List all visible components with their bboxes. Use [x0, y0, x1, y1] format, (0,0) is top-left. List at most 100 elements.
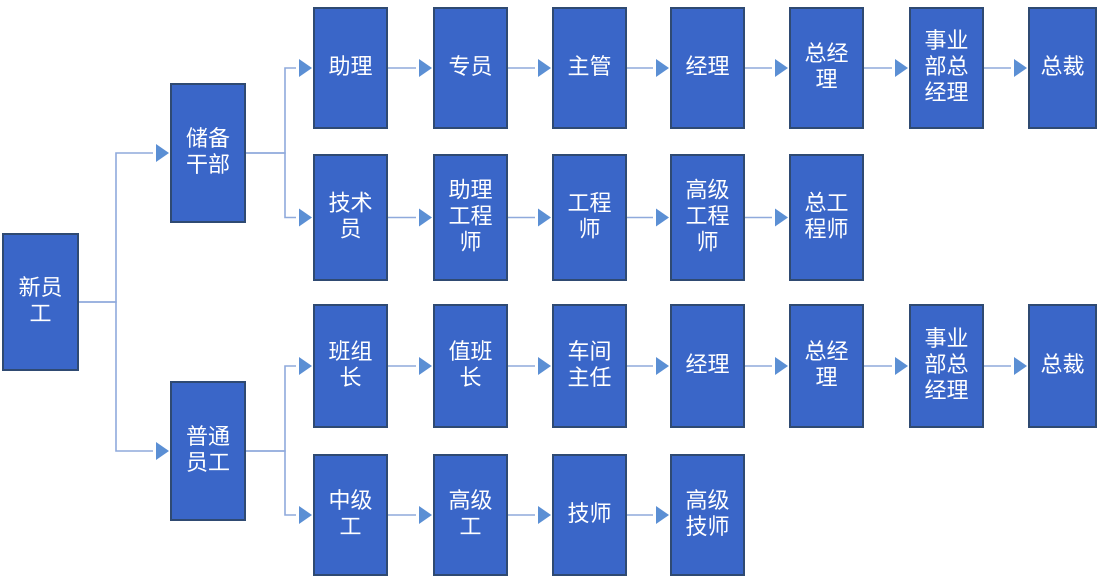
- node-production-track-step-3[interactable]: 车间主任: [552, 304, 627, 428]
- node-regular-staff-box[interactable]: [170, 381, 246, 521]
- node-production-track-step-7-box[interactable]: [1028, 304, 1097, 428]
- node-management-track-step-7-box[interactable]: [1028, 7, 1097, 129]
- arrow-root-to-reserve-cadre: [156, 144, 169, 162]
- arrow-reserve-cadre-to-management-track: [299, 59, 312, 77]
- node-management-track-step-6-box[interactable]: [909, 7, 984, 129]
- node-management-track-step-5-label: 总经理: [804, 41, 848, 92]
- node-layer: 新员工储备干部普通员工助理专员主管经理总经理事业部总经理总裁技术员助理工程师工程…: [2, 7, 1097, 576]
- node-management-track-step-2-label: 专员: [448, 54, 492, 79]
- node-skill-track-step-3[interactable]: 技师: [552, 454, 627, 576]
- node-technical-track-step-4-box[interactable]: [670, 154, 745, 281]
- arrow-management-track-3-to-4: [656, 59, 669, 77]
- node-skill-track-step-4[interactable]: 高级技师: [670, 454, 745, 576]
- node-management-track-step-2[interactable]: 专员: [433, 7, 508, 129]
- node-skill-track-step-2-box[interactable]: [433, 454, 508, 576]
- node-technical-track-step-3-box[interactable]: [552, 154, 627, 281]
- node-technical-track-step-4-label: 高级工程师: [685, 177, 729, 254]
- node-production-track-step-2[interactable]: 值班长: [433, 304, 508, 428]
- arrow-root-to-regular-staff: [156, 442, 169, 460]
- arrow-production-track-5-to-6: [895, 357, 908, 375]
- node-technical-track-step-5-label: 总工程师: [804, 190, 848, 241]
- node-skill-track-step-1-box[interactable]: [313, 454, 388, 576]
- arrow-regular-staff-to-skill-track: [299, 506, 312, 524]
- node-skill-track-step-2[interactable]: 高级工: [433, 454, 508, 576]
- arrow-technical-track-2-to-3: [538, 208, 551, 227]
- arrow-management-track-2-to-3: [538, 59, 551, 77]
- node-technical-track-step-1[interactable]: 技术员: [313, 154, 388, 281]
- node-management-track-step-4-box[interactable]: [670, 7, 745, 129]
- connector-regular-staff-to-skill-track: [245, 450, 296, 516]
- arrow-skill-track-2-to-3: [538, 506, 551, 524]
- node-management-track-step-7[interactable]: 总裁: [1028, 7, 1097, 129]
- node-skill-track-step-3-box[interactable]: [552, 454, 627, 576]
- arrow-technical-track-3-to-4: [656, 208, 669, 227]
- node-skill-track-step-2-label: 高级工: [448, 488, 492, 539]
- node-skill-track-step-3-label: 技师: [567, 501, 611, 526]
- node-management-track-step-5[interactable]: 总经理: [789, 7, 864, 129]
- node-production-track-step-4-box[interactable]: [670, 304, 745, 428]
- node-technical-track-step-3-label: 工程师: [567, 190, 611, 241]
- node-production-track-step-2-box[interactable]: [433, 304, 508, 428]
- node-production-track-step-7[interactable]: 总裁: [1028, 304, 1097, 428]
- node-reserve-cadre[interactable]: 储备干部: [170, 83, 246, 223]
- arrow-production-track-2-to-3: [538, 357, 551, 375]
- node-management-track-step-5-box[interactable]: [789, 7, 864, 129]
- node-management-track-step-1-label: 助理: [328, 54, 372, 79]
- connector-root-to-reserve-cadre: [78, 152, 153, 303]
- node-skill-track-step-4-label: 高级技师: [685, 488, 729, 539]
- node-management-track-step-1-box[interactable]: [313, 7, 388, 129]
- node-management-track-step-4[interactable]: 经理: [670, 7, 745, 129]
- connector-layer: [78, 59, 1027, 524]
- node-reserve-cadre-box[interactable]: [170, 83, 246, 223]
- node-production-track-step-5-box[interactable]: [789, 304, 864, 428]
- node-new-employee[interactable]: 新员工: [2, 233, 79, 371]
- arrow-regular-staff-to-production-track: [299, 357, 312, 375]
- node-production-track-step-6-box[interactable]: [909, 304, 984, 428]
- node-new-employee-label: 新员工: [18, 275, 62, 326]
- node-production-track-step-3-box[interactable]: [552, 304, 627, 428]
- node-technical-track-step-5[interactable]: 总工程师: [789, 154, 864, 281]
- node-management-track-step-3[interactable]: 主管: [552, 7, 627, 129]
- node-management-track-step-3-box[interactable]: [552, 7, 627, 129]
- node-management-track-step-4-label: 经理: [685, 54, 729, 79]
- node-production-track-step-5[interactable]: 总经理: [789, 304, 864, 428]
- node-skill-track-step-1-label: 中级工: [328, 488, 372, 539]
- node-regular-staff-label: 普通员工: [186, 424, 230, 475]
- node-management-track-step-6[interactable]: 事业部总经理: [909, 7, 984, 129]
- node-skill-track-step-4-box[interactable]: [670, 454, 745, 576]
- arrow-reserve-cadre-to-technical-track: [299, 208, 312, 227]
- arrow-skill-track-3-to-4: [656, 506, 669, 524]
- arrow-production-track-3-to-4: [656, 357, 669, 375]
- arrow-production-track-6-to-7: [1014, 357, 1027, 375]
- node-production-track-step-6[interactable]: 事业部总经理: [909, 304, 984, 428]
- node-production-track-step-7-label: 总裁: [1040, 352, 1084, 377]
- node-production-track-step-4-label: 经理: [685, 352, 729, 377]
- node-production-track-step-5-label: 总经理: [804, 339, 848, 390]
- node-technical-track-step-2[interactable]: 助理工程师: [433, 154, 508, 281]
- node-production-track-step-1-box[interactable]: [313, 304, 388, 428]
- arrow-management-track-5-to-6: [895, 59, 908, 77]
- arrow-production-track-1-to-2: [419, 357, 432, 375]
- node-technical-track-step-1-label: 技术员: [328, 190, 372, 241]
- node-production-track-step-1[interactable]: 班组长: [313, 304, 388, 428]
- node-technical-track-step-1-box[interactable]: [313, 154, 388, 281]
- arrow-technical-track-1-to-2: [419, 208, 432, 227]
- node-production-track-step-4[interactable]: 经理: [670, 304, 745, 428]
- node-regular-staff[interactable]: 普通员工: [170, 381, 246, 521]
- node-new-employee-box[interactable]: [2, 233, 79, 371]
- node-production-track-step-2-label: 值班长: [448, 339, 492, 390]
- node-technical-track-step-2-box[interactable]: [433, 154, 508, 281]
- node-technical-track-step-5-box[interactable]: [789, 154, 864, 281]
- arrow-production-track-4-to-5: [775, 357, 788, 375]
- arrow-management-track-4-to-5: [775, 59, 788, 77]
- arrow-technical-track-4-to-5: [775, 208, 788, 227]
- node-management-track-step-1[interactable]: 助理: [313, 7, 388, 129]
- node-technical-track-step-4[interactable]: 高级工程师: [670, 154, 745, 281]
- node-technical-track-step-3[interactable]: 工程师: [552, 154, 627, 281]
- node-skill-track-step-1[interactable]: 中级工: [313, 454, 388, 576]
- node-management-track-step-2-box[interactable]: [433, 7, 508, 129]
- node-management-track-step-3-label: 主管: [567, 54, 611, 79]
- connector-root-to-regular-staff: [78, 301, 153, 452]
